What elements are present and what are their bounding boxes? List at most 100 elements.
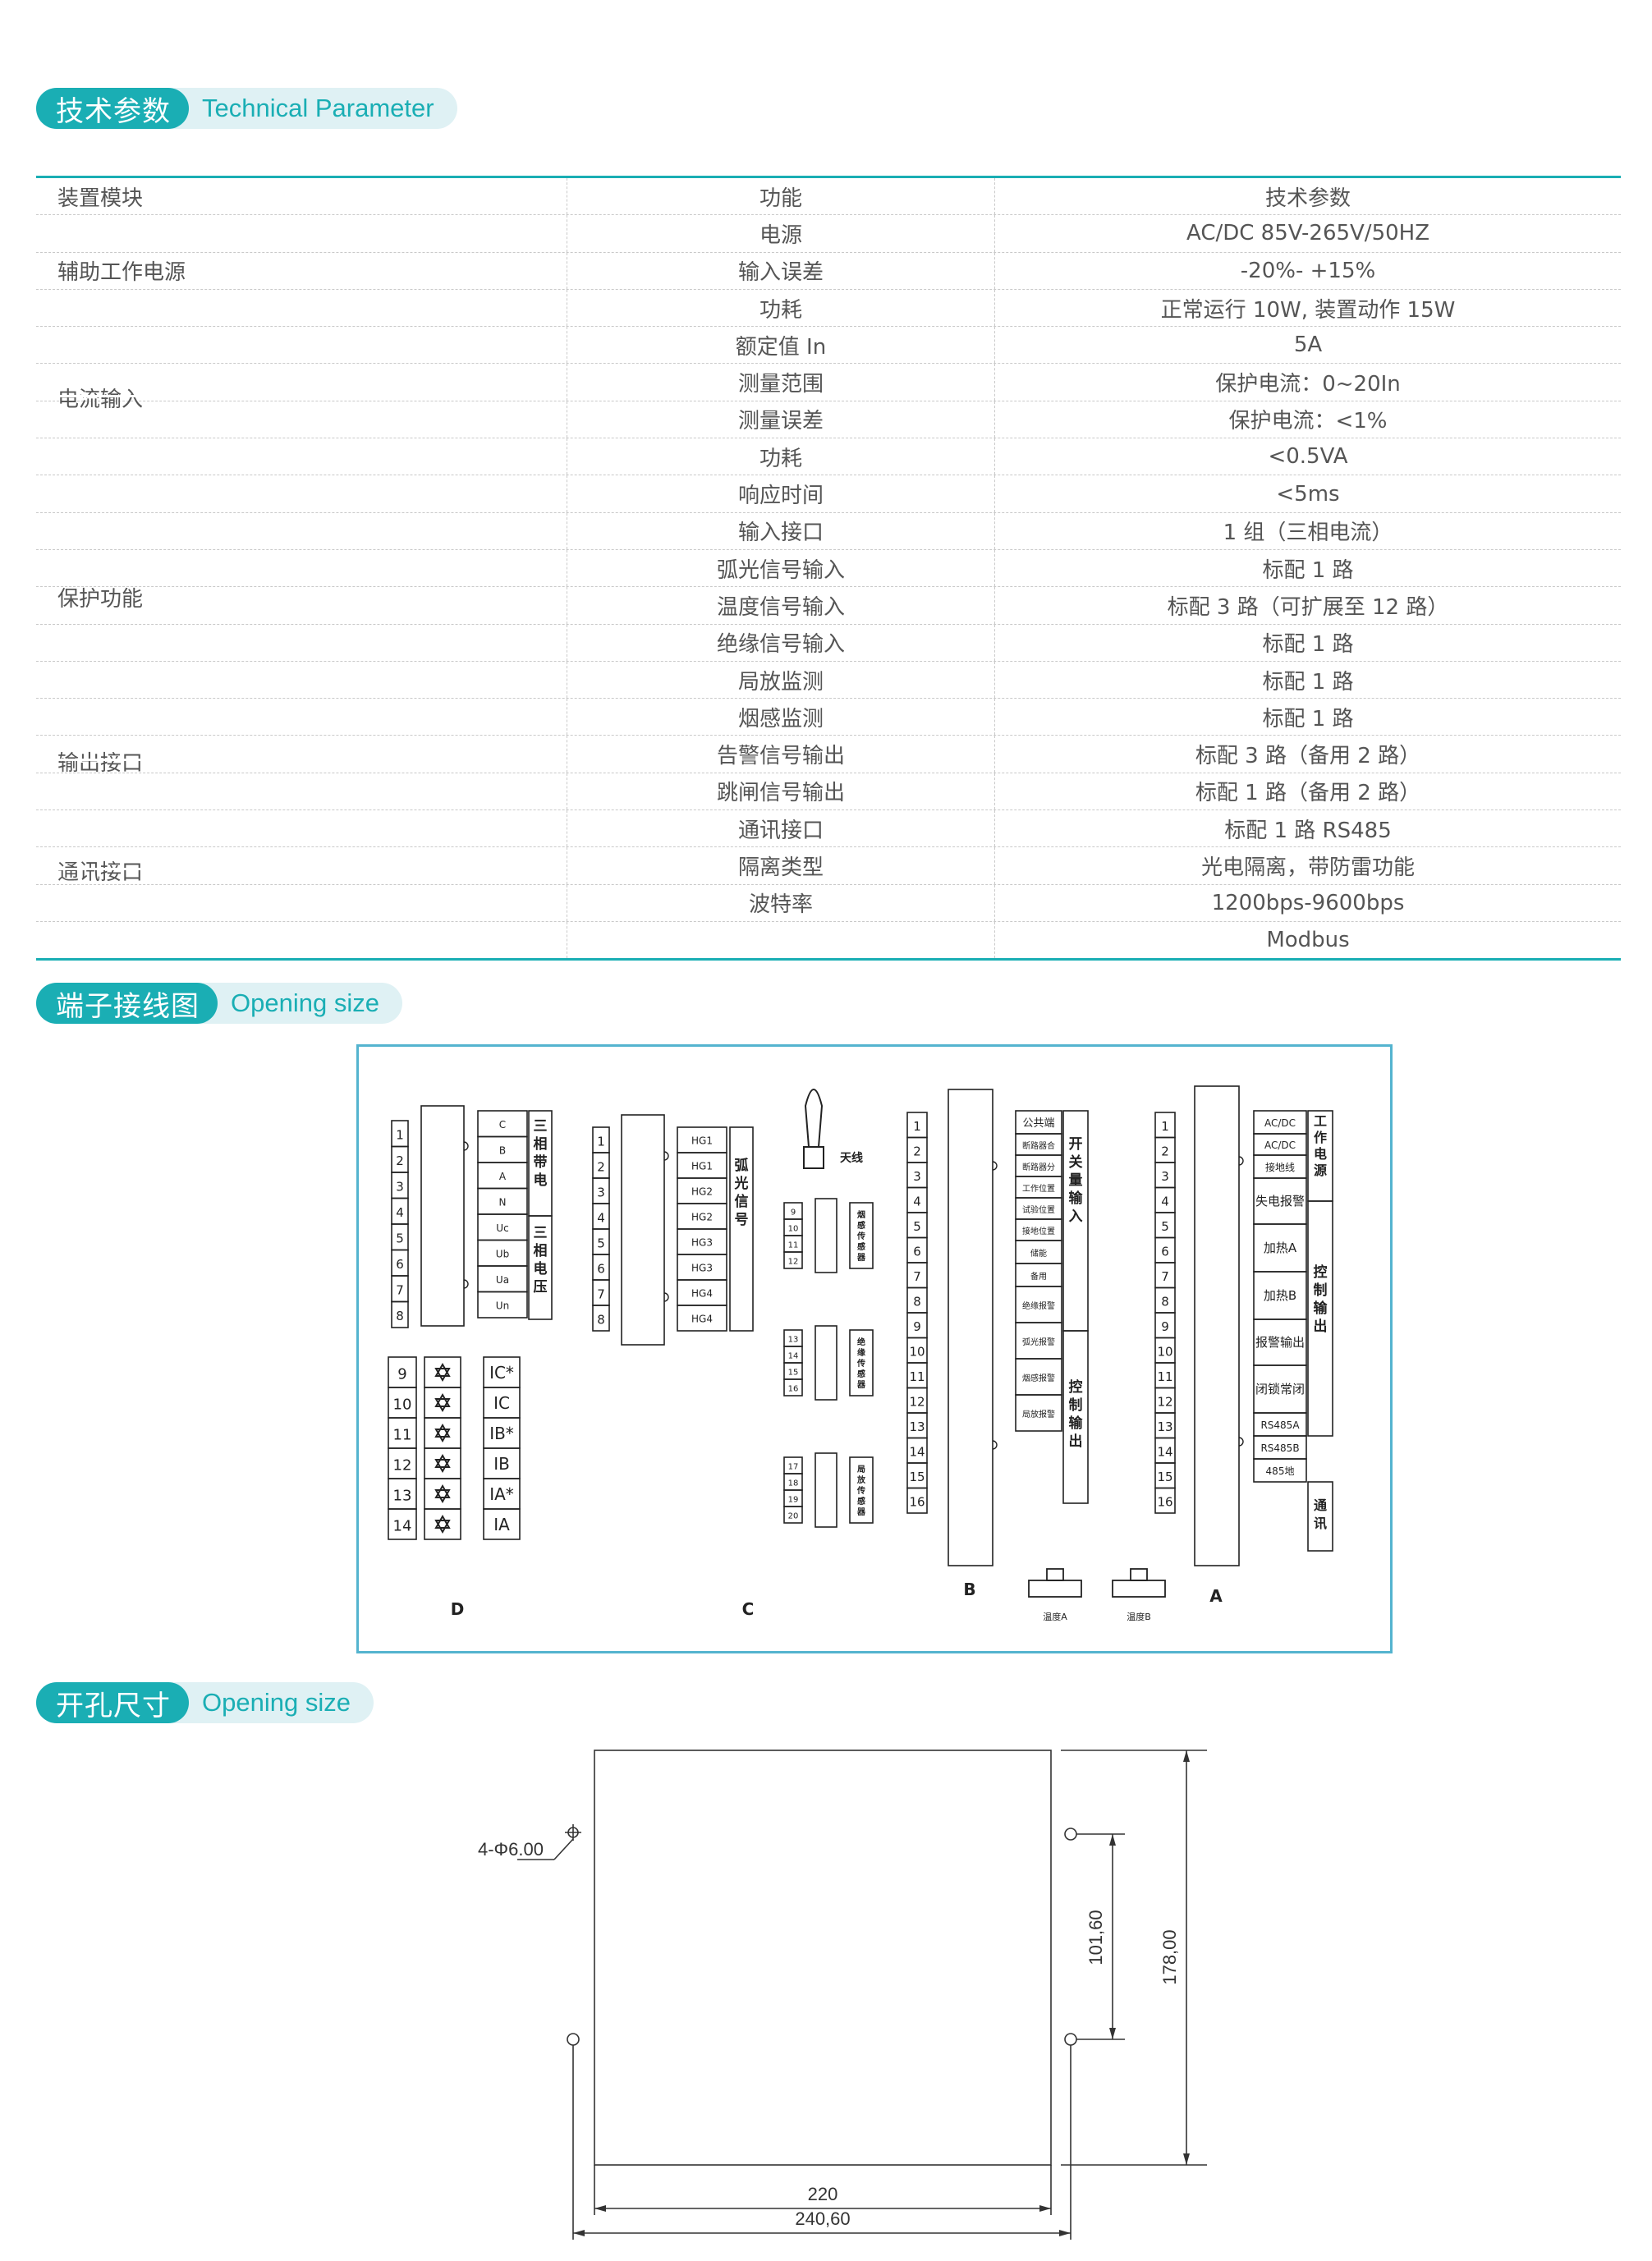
terminal-number: 3	[913, 1169, 921, 1184]
group-label-vertical: 工	[1314, 1113, 1327, 1129]
group-label-vertical: 弧	[735, 1157, 749, 1174]
terminal-number: 12	[393, 1457, 412, 1474]
terminal-number: 11	[909, 1369, 925, 1384]
group-label-vertical: 制	[1069, 1396, 1083, 1414]
group-label-vertical: 带	[534, 1153, 548, 1171]
ct-star-icon	[434, 1392, 451, 1413]
table-row: 测量误差保护电流：<1%	[36, 401, 1621, 439]
group-label-vertical: 相	[534, 1242, 548, 1259]
dim-outer-h: 240,60	[795, 2208, 850, 2229]
group-bracket	[1062, 1330, 1089, 1504]
terminal-number-box	[388, 1508, 417, 1540]
signal-label-box	[1253, 1458, 1307, 1483]
latch	[992, 1161, 998, 1171]
terminal-number: 3	[1161, 1169, 1169, 1184]
table-header-row: 装置模块功能技术参数	[36, 178, 1621, 216]
antenna-label: 天线	[840, 1151, 863, 1165]
group-label-vertical: 入	[1069, 1208, 1083, 1225]
function-cell: 隔离类型	[567, 847, 994, 884]
group-cell	[36, 922, 567, 958]
group-mask	[36, 649, 566, 652]
terminal-number: 13	[1157, 1419, 1172, 1434]
terminal-number: 17	[788, 1462, 799, 1471]
hole-right-top	[1064, 1828, 1077, 1841]
section-title-cn: 技术参数	[36, 88, 189, 129]
group-label-vertical: 控	[1069, 1378, 1083, 1396]
parameter-cell: 光电隔离，带防雷功能	[994, 847, 1621, 884]
terminal-number: 19	[788, 1495, 799, 1504]
terminal-number: 8	[396, 1309, 404, 1323]
parameter-cell: 标配 1 路 RS485	[994, 810, 1621, 847]
signal-label: 烟感报警	[1022, 1373, 1055, 1383]
terminal-number: 11	[1157, 1369, 1172, 1384]
ct-terminal-box	[424, 1447, 461, 1479]
group-label-vertical: 信	[735, 1193, 749, 1210]
section-header-cutout: 开孔尺寸 Opening size	[36, 1681, 374, 1724]
terminal-number: 2	[597, 1159, 605, 1174]
group-label-vertical: 作	[1314, 1130, 1327, 1145]
group-label-vertical: 相	[534, 1135, 548, 1153]
terminal-number-box	[783, 1378, 803, 1396]
sensor-label-box	[849, 1202, 874, 1269]
signal-label: 闭锁常闭	[1255, 1382, 1305, 1396]
group-label-vertical: 电	[534, 1172, 548, 1189]
table-row: 通讯接口标配 1 路 RS485	[36, 810, 1621, 848]
group-label-vertical: 源	[1314, 1163, 1327, 1178]
signal-label: 断路器合	[1022, 1140, 1055, 1151]
section-pill: 技术参数 Technical Parameter	[36, 88, 457, 129]
table-row: Modbus	[36, 921, 1621, 959]
ct-terminal-box	[424, 1478, 461, 1510]
function-cell: 额定值 In	[567, 327, 994, 364]
parameter-cell: 5A	[994, 327, 1621, 364]
terminal-number: 6	[396, 1257, 404, 1272]
signal-label: HG3	[691, 1262, 713, 1273]
wiring-svg: 12345678CBANUcUbUaUn三相带电三相电压91011121314I…	[388, 1085, 1333, 1622]
signal-label: Uc	[496, 1222, 508, 1234]
terminal-number: 12	[909, 1394, 925, 1409]
terminal-number: 13	[909, 1419, 925, 1434]
group-label-vertical: 输	[1069, 1415, 1084, 1432]
signal-label: 储能	[1030, 1248, 1047, 1259]
ct-star-icon	[434, 1453, 451, 1474]
signal-label: 公共端	[1022, 1117, 1054, 1130]
parameter-cell: 标配 1 路	[994, 699, 1621, 736]
group-label-vertical: 三	[534, 1118, 548, 1135]
signal-label: Ua	[496, 1274, 509, 1286]
signal-label: Ub	[496, 1248, 509, 1259]
terminal-number: 5	[597, 1236, 605, 1250]
parameter-cell: 标配 3 路（备用 2 路）	[994, 736, 1621, 773]
latch	[663, 1292, 669, 1302]
terminal-number: 9	[913, 1319, 921, 1334]
group-label-vertical: 出	[1314, 1318, 1328, 1335]
sensor-connector	[815, 1325, 837, 1401]
group-mask	[36, 904, 566, 906]
group-mask	[36, 831, 566, 834]
table-row: 功耗<0.5VA	[36, 438, 1621, 476]
group-label-vertical: 制	[1314, 1282, 1328, 1299]
parameter-cell: Modbus	[994, 921, 1621, 959]
ct-label: IB	[493, 1454, 510, 1474]
group-bracket	[528, 1215, 553, 1320]
temp-label: 温度A	[1043, 1611, 1067, 1622]
function-cell: 绝缘信号输入	[567, 624, 994, 661]
ct-star-icon	[434, 1362, 451, 1383]
latch	[463, 1279, 469, 1289]
terminal-number: 12	[1157, 1394, 1172, 1409]
sensor-label: 器	[856, 1507, 866, 1517]
table-row: 隔离类型光电隔离，带防雷功能	[36, 847, 1621, 885]
antenna-icon	[804, 1089, 824, 1148]
group-label: 输出接口	[57, 750, 144, 776]
group-label-vertical: 号	[735, 1212, 749, 1228]
group-cell	[36, 475, 567, 511]
signal-label: N	[499, 1196, 507, 1208]
connector-block	[420, 1105, 465, 1327]
ct-star-icon	[434, 1484, 451, 1504]
group-mask	[36, 249, 566, 252]
sensor-label: 传	[856, 1231, 865, 1241]
group-mask	[36, 503, 566, 507]
group-mask	[36, 358, 566, 361]
terminal-number: 7	[913, 1269, 921, 1284]
terminal-number-box	[906, 1487, 928, 1514]
sensor-label: 器	[856, 1380, 866, 1390]
sensor-label: 感	[857, 1369, 865, 1379]
